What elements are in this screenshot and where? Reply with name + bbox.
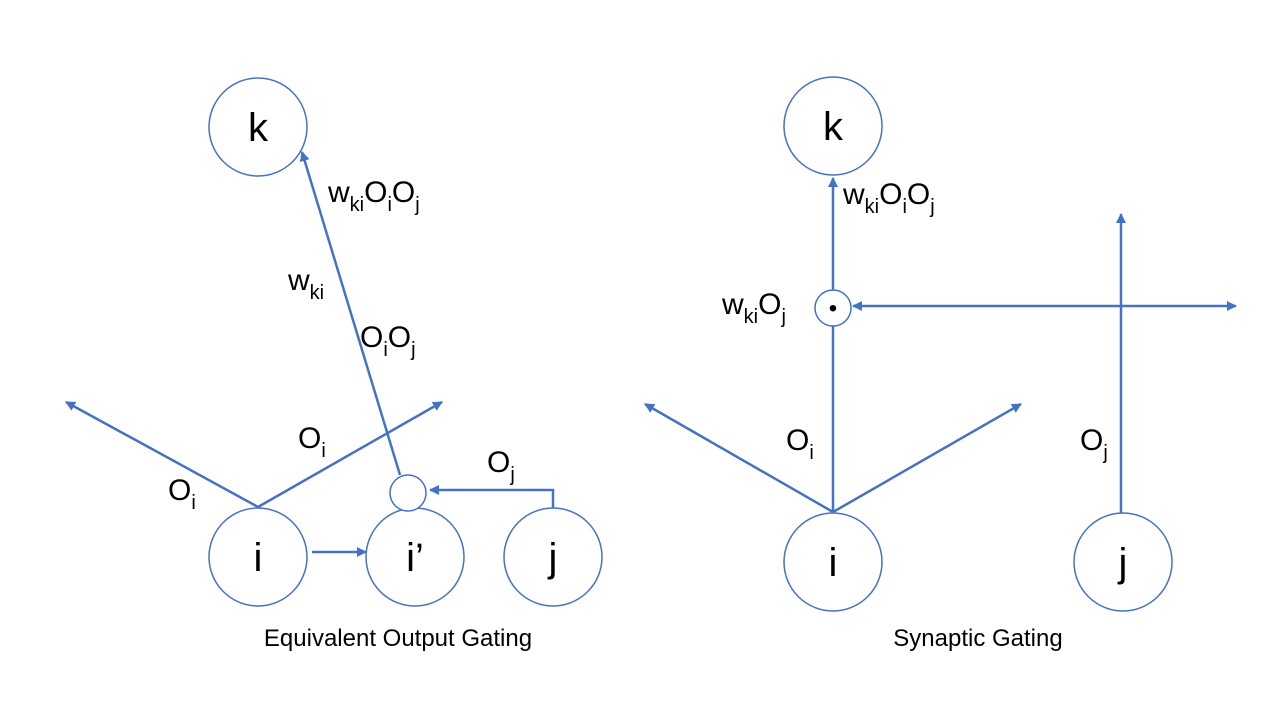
right-node-k-label: k bbox=[823, 105, 844, 149]
left-node-k-label: k bbox=[248, 106, 269, 150]
right-node-i-label: i bbox=[829, 541, 838, 585]
left-edge-i-to-upper-left bbox=[65, 400, 259, 509]
right-label-wkioj: wkiOj bbox=[721, 288, 786, 328]
left-label-oi-left: Oi bbox=[168, 474, 196, 514]
right-caption: Synaptic Gating bbox=[893, 625, 1062, 652]
right-node-k bbox=[783, 76, 883, 176]
right-label-wkioioj: wkiOiOj bbox=[842, 178, 935, 218]
left-label-oioj: OiOj bbox=[360, 321, 416, 361]
right-gate-node bbox=[814, 289, 852, 327]
left-caption: Equivalent Output Gating bbox=[264, 625, 532, 652]
left-node-j-label: j bbox=[548, 536, 558, 580]
left-node-i bbox=[208, 507, 308, 607]
right-gate-dot: • bbox=[829, 295, 837, 322]
right-node-j-label: j bbox=[1118, 541, 1128, 585]
left-label-oj: Oj bbox=[487, 446, 515, 486]
right-label-oj: Oj bbox=[1080, 424, 1108, 464]
right-node-i bbox=[783, 512, 883, 612]
left-edge-gate-to-k bbox=[299, 151, 402, 476]
right-label-oi: Oi bbox=[786, 424, 814, 464]
left-label-oi-right: Oi bbox=[298, 422, 326, 462]
right-node-j bbox=[1073, 512, 1173, 612]
left-node-iprime-label: i’ bbox=[406, 536, 424, 580]
left-gate-node bbox=[389, 474, 427, 512]
left-edge-i-to-upper-right bbox=[257, 400, 443, 509]
left-node-j bbox=[503, 507, 603, 607]
right-diagram: k i j • Oi Oj wkiOj wkiOiOj Synaptic Gat… bbox=[644, 76, 1237, 652]
left-node-i-label: i bbox=[254, 536, 263, 580]
left-label-wki: wki bbox=[287, 264, 324, 304]
left-diagram: k i i’ j Oi Oi Oj wki OiOj wkiOiOj Equiv… bbox=[65, 77, 603, 652]
left-node-k bbox=[208, 77, 308, 177]
right-edge-i-to-upper-right bbox=[832, 402, 1022, 514]
left-label-wkioioj: wkiOiOj bbox=[327, 176, 420, 216]
right-edge-i-to-upper-left bbox=[644, 402, 834, 514]
